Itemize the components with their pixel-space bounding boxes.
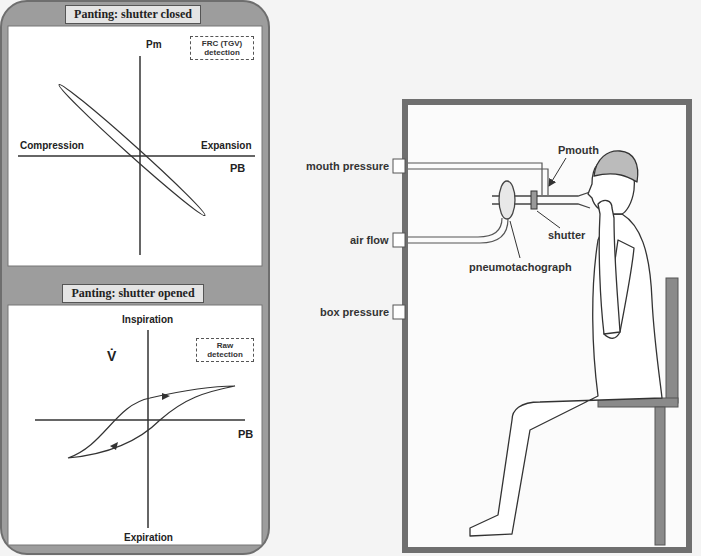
left-panel xyxy=(1,1,269,554)
leader-line xyxy=(549,158,566,186)
axis-label: Compression xyxy=(20,140,84,151)
pneumotachograph-body xyxy=(499,181,515,219)
loop-arrow xyxy=(110,442,118,450)
chair-back xyxy=(666,278,678,403)
port xyxy=(393,159,405,173)
panel-header: Panting: shutter closed xyxy=(65,5,201,24)
loop-arrow xyxy=(162,393,170,400)
node-text: Panting: shutter opened xyxy=(71,286,195,301)
port-label: air flow xyxy=(350,234,389,246)
plethysmograph-box xyxy=(405,102,689,550)
node-text: FRC (TGV) detection xyxy=(193,39,251,57)
chart-area xyxy=(8,26,262,266)
chair-leg xyxy=(655,407,665,545)
forearm-hand xyxy=(598,201,620,334)
axis-label: Inspiration xyxy=(122,314,173,325)
axis-label: Pm xyxy=(146,39,162,50)
leader-line xyxy=(537,211,560,228)
detection-box: Raw detection xyxy=(196,338,254,362)
port xyxy=(393,233,405,247)
axis-label: PB xyxy=(230,162,245,174)
part-label: Pmouth xyxy=(558,144,599,156)
cap xyxy=(594,151,638,182)
node-text: Raw detection xyxy=(199,341,251,359)
shutter-valve xyxy=(531,191,537,209)
pressure-tube xyxy=(408,163,548,195)
node-text: Panting: shutter closed xyxy=(74,7,192,22)
port-label: mouth pressure xyxy=(306,160,389,172)
x-axis xyxy=(18,155,255,157)
flow-loop xyxy=(68,386,235,458)
port-label: box pressure xyxy=(320,306,389,318)
axis-label: Expansion xyxy=(201,140,252,151)
axis-label: V̇ xyxy=(107,348,116,364)
body-outline xyxy=(470,214,662,536)
axis-label: Expiration xyxy=(124,532,173,543)
subject xyxy=(470,151,662,536)
y-axis xyxy=(147,330,149,528)
part-label: pneumotachograph xyxy=(469,261,572,273)
leader-line xyxy=(510,221,520,258)
x-axis xyxy=(35,419,245,421)
detection-box: FRC (TGV) detection xyxy=(190,36,254,60)
axis-label: PB xyxy=(238,428,253,440)
flow-tube xyxy=(408,218,508,243)
port xyxy=(393,305,405,319)
part-label: shutter xyxy=(548,229,585,241)
panel-header: Panting: shutter opened xyxy=(62,284,204,303)
chart-area xyxy=(8,305,262,545)
